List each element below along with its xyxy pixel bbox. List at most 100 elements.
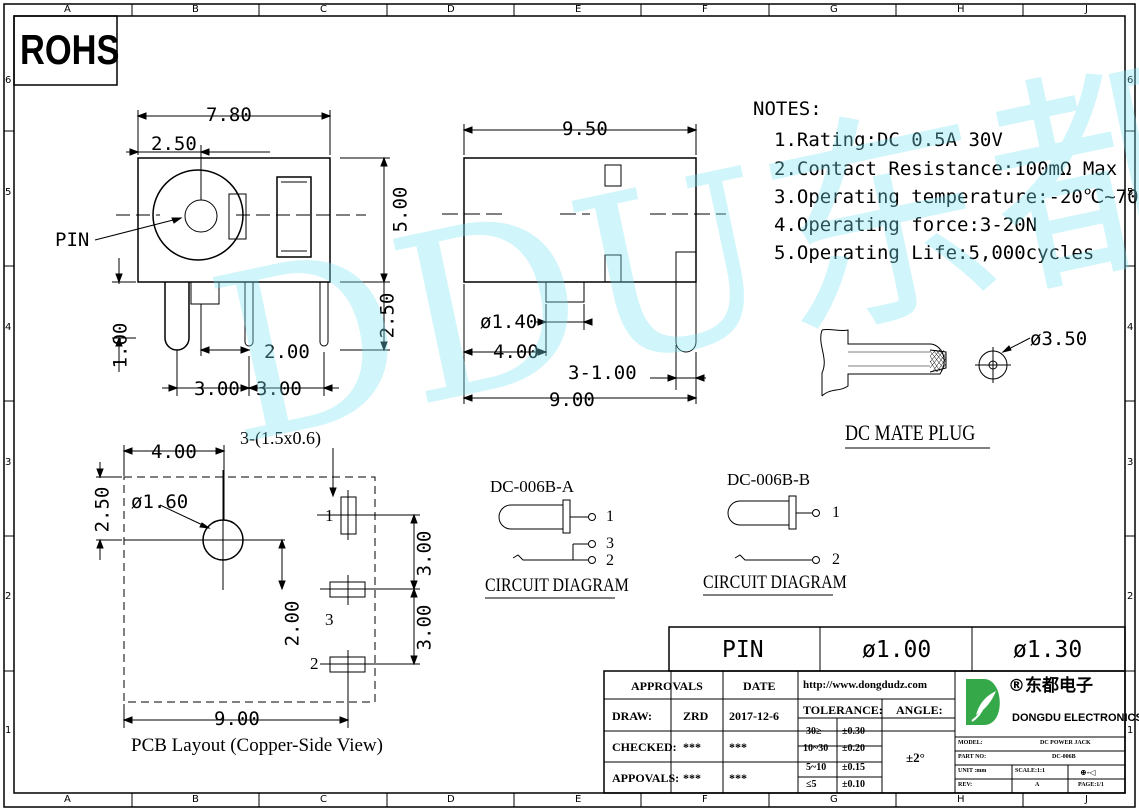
- dim-front-height: 5.00: [389, 186, 412, 233]
- pcb-d3: 3.00: [413, 604, 436, 651]
- tb-page: PAGE:1/1: [1078, 782, 1104, 788]
- ruler-col-h-bottom: H: [957, 794, 965, 805]
- pcb-hole-w: 4.00: [151, 441, 197, 463]
- tb-tol-range-2: 10~30: [803, 743, 829, 754]
- tb-tol-val-1: ±0.30: [842, 726, 865, 737]
- circuit-a-p3: 3: [606, 535, 614, 552]
- pcb-pad-1: 1: [325, 506, 334, 525]
- dim-side-pin-w: 3-1.00: [568, 362, 637, 384]
- tb-tolerance-label: TOLERANCE:: [803, 703, 883, 717]
- circuit-a-p1: 1: [606, 508, 614, 525]
- tb-scale: SCALE:1:1: [1015, 768, 1046, 774]
- pcb-slots: 3-(1.5x0.6): [240, 428, 321, 448]
- tb-rev-value: A: [1035, 782, 1040, 788]
- dim-front-width: 7.80: [206, 104, 252, 126]
- dim-front-left-pitch: 3.00: [194, 378, 240, 400]
- pcb-width: 9.00: [214, 708, 260, 730]
- note-5: 5.Operating Life:5,000cycles: [774, 242, 1095, 264]
- tb-model-value: DC POWER JACK: [1040, 740, 1091, 746]
- pcb-pad-3: 3: [325, 610, 334, 629]
- ruler-col-g: G: [830, 4, 838, 15]
- rohs-mark: ROHS: [20, 26, 120, 73]
- ruler-col-f-bottom: F: [702, 794, 708, 805]
- tb-tol-range-1: 30≥: [806, 726, 822, 737]
- ruler-col-c: C: [320, 4, 327, 15]
- ruler-col-a-bottom: A: [64, 794, 71, 805]
- ruler-row-5-right: 5: [1127, 187, 1134, 198]
- ruler-row-1-right: 1: [1127, 725, 1134, 736]
- note-2: 2.Contact Resistance:100mΩ Max: [774, 158, 1118, 180]
- tb-approvals-header: APPROVALS: [631, 679, 703, 693]
- pin-table-opt2: ø1.30: [1013, 637, 1083, 663]
- ruler-col-a: A: [64, 4, 71, 15]
- tb-draw-label: DRAW:: [612, 709, 653, 723]
- tb-tol-range-4: ≤5: [806, 779, 817, 790]
- circuit-a-caption: CIRCUIT DIAGRAM: [485, 575, 629, 596]
- dongdu-logo-icon: [962, 675, 1008, 729]
- pcb-d1: 3.00: [413, 530, 436, 577]
- ruler-row-6: 6: [5, 75, 12, 86]
- pcb-hole-dia: ø1.60: [131, 491, 189, 513]
- ruler-row-4-right: 4: [1127, 322, 1134, 333]
- tb-tol-val-3: ±0.15: [842, 762, 865, 773]
- tb-tol-val-2: ±0.20: [842, 743, 865, 754]
- pin-table-label: PIN: [722, 637, 764, 663]
- tb-date-header: DATE: [743, 679, 776, 693]
- tb-appovals-name: ***: [683, 771, 701, 785]
- ruler-row-2: 2: [5, 591, 12, 602]
- ruler-col-b-bottom: B: [192, 794, 199, 805]
- notes-title: NOTES:: [753, 98, 822, 120]
- note-4: 4.Operating force:3-20N: [774, 214, 1038, 236]
- tb-model-label: MODEL:: [958, 740, 983, 746]
- tb-checked-name: ***: [683, 740, 701, 754]
- ruler-row-3-right: 3: [1127, 457, 1134, 468]
- tb-checked-date: ***: [729, 740, 747, 754]
- dim-side-top-len: 9.50: [562, 118, 608, 140]
- ruler-row-2-right: 2: [1127, 591, 1134, 602]
- tb-appovals-date: ***: [729, 771, 747, 785]
- pin-callout: PIN: [55, 229, 90, 251]
- pcb-d2: 2.00: [281, 600, 304, 647]
- ruler-col-e-bottom: E: [575, 794, 582, 805]
- tb-draw-date: 2017-12-6: [729, 709, 779, 723]
- note-1: 1.Rating:DC 0.5A 30V: [774, 129, 1003, 151]
- ruler-col-c-bottom: C: [320, 794, 327, 805]
- ruler-row-3: 3: [5, 457, 12, 468]
- plug-dia: ø3.50: [1030, 328, 1088, 350]
- tb-angle-label: ANGLE:: [896, 703, 943, 717]
- dim-front-pin-span: 2.00: [264, 341, 310, 363]
- ruler-col-f: F: [702, 4, 708, 15]
- pcb-pad-2: 2: [310, 654, 319, 673]
- tb-rev-label: REV:: [958, 782, 973, 788]
- circuit-b-p2: 2: [832, 551, 840, 568]
- plug-title: DC MATE PLUG: [845, 420, 976, 445]
- tb-part-value: DC-006B: [1052, 754, 1076, 760]
- dim-front-lower: 2.50: [376, 292, 399, 339]
- pin-table-opt1: ø1.00: [862, 637, 932, 663]
- dim-side-len-a: 4.00: [493, 341, 539, 363]
- tb-tol-val-4: ±0.10: [842, 779, 865, 790]
- ruler-row-1: 1: [5, 725, 12, 736]
- circuit-a-name: DC-006B-A: [490, 477, 575, 496]
- pcb-caption: PCB Layout (Copper-Side View): [131, 735, 383, 756]
- tb-unit: UNIT :mm: [958, 768, 987, 774]
- ruler-col-j: J: [1085, 4, 1088, 15]
- tb-company-en: DONGDU ELECTRONICS: [1012, 712, 1139, 724]
- tb-angle-value: ±2°: [906, 750, 925, 765]
- circuit-a-p2: 2: [606, 552, 614, 569]
- ruler-col-h: H: [957, 4, 965, 15]
- ruler-col-d-bottom: D: [447, 794, 455, 805]
- dim-front-pin-offset: 2.50: [151, 133, 197, 155]
- ruler-row-5: 5: [5, 187, 12, 198]
- ruler-col-b: B: [192, 4, 199, 15]
- ruler-col-j-bottom: J: [1085, 794, 1088, 805]
- pcb-hole-h: 2.50: [91, 486, 114, 533]
- tb-company-cn: ®东都电子: [1008, 676, 1093, 696]
- ruler-col-g-bottom: G: [830, 794, 838, 805]
- tb-part-label: PART NO:: [958, 754, 987, 760]
- circuit-b-caption: CIRCUIT DIAGRAM: [703, 572, 847, 593]
- ruler-col-e: E: [575, 4, 582, 15]
- dim-front-pin-len: 1.00: [109, 322, 132, 369]
- ruler-row-6-right: 6: [1127, 75, 1134, 86]
- dim-side-pin-dia: ø1.40: [480, 311, 538, 333]
